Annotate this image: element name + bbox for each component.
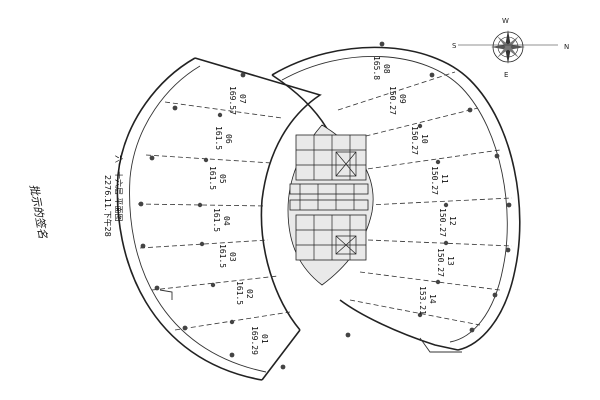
unit-number: 05 bbox=[218, 174, 227, 184]
compass-north: N bbox=[564, 43, 569, 51]
unit-area: 161.5 bbox=[208, 166, 217, 190]
unit-number: 03 bbox=[228, 252, 237, 262]
unit-area: 150.27 bbox=[438, 208, 447, 237]
left-wing-walls bbox=[116, 57, 322, 381]
unit-area: 161.5 bbox=[212, 208, 221, 232]
compass-east: E bbox=[504, 71, 508, 79]
unit-area: 161.5 bbox=[214, 126, 223, 150]
right-wing-dividers bbox=[337, 71, 513, 326]
unit-area: 169.57 bbox=[228, 86, 237, 115]
unit-number: 10 bbox=[420, 134, 429, 144]
unit-area: 169.29 bbox=[250, 326, 259, 355]
compass-south: S bbox=[452, 42, 457, 50]
unit-labels: 01169.2902161.503161.504161.505161.50616… bbox=[208, 56, 457, 355]
signature-text: 批示的签名 bbox=[27, 183, 50, 240]
unit-number: 04 bbox=[222, 216, 231, 226]
signature: 批示的签名 bbox=[27, 183, 50, 240]
unit-area: 161.5 bbox=[218, 244, 227, 268]
unit-number: 01 bbox=[260, 334, 269, 344]
unit-area: 150.27 bbox=[410, 126, 419, 155]
unit-number: 13 bbox=[446, 256, 455, 266]
structural-columns bbox=[138, 41, 512, 370]
unit-number: 08 bbox=[382, 64, 391, 74]
central-core bbox=[287, 124, 374, 286]
compass-rose: N S E W bbox=[452, 17, 569, 79]
unit-number: 14 bbox=[428, 294, 437, 304]
unit-number: 06 bbox=[224, 134, 233, 144]
unit-area: 150.27 bbox=[430, 166, 439, 195]
plan-title: 六一十六层 平面图 bbox=[114, 155, 124, 222]
unit-number: 09 bbox=[398, 94, 407, 104]
plan-date: 2276.11.下午28 bbox=[103, 175, 113, 237]
unit-area: 150.27 bbox=[388, 86, 397, 115]
unit-number: 07 bbox=[238, 94, 247, 104]
unit-number: 12 bbox=[448, 216, 457, 226]
unit-area: 153.21 bbox=[418, 286, 427, 315]
title-block: 六一十六层 平面图 2276.11.下午28 bbox=[103, 155, 124, 237]
unit-number: 11 bbox=[440, 174, 449, 184]
unit-area: 161.5 bbox=[235, 281, 244, 305]
unit-number: 02 bbox=[245, 289, 254, 299]
unit-area: 165.8 bbox=[372, 56, 381, 80]
unit-area: 150.27 bbox=[436, 248, 445, 277]
compass-west: W bbox=[502, 17, 509, 25]
